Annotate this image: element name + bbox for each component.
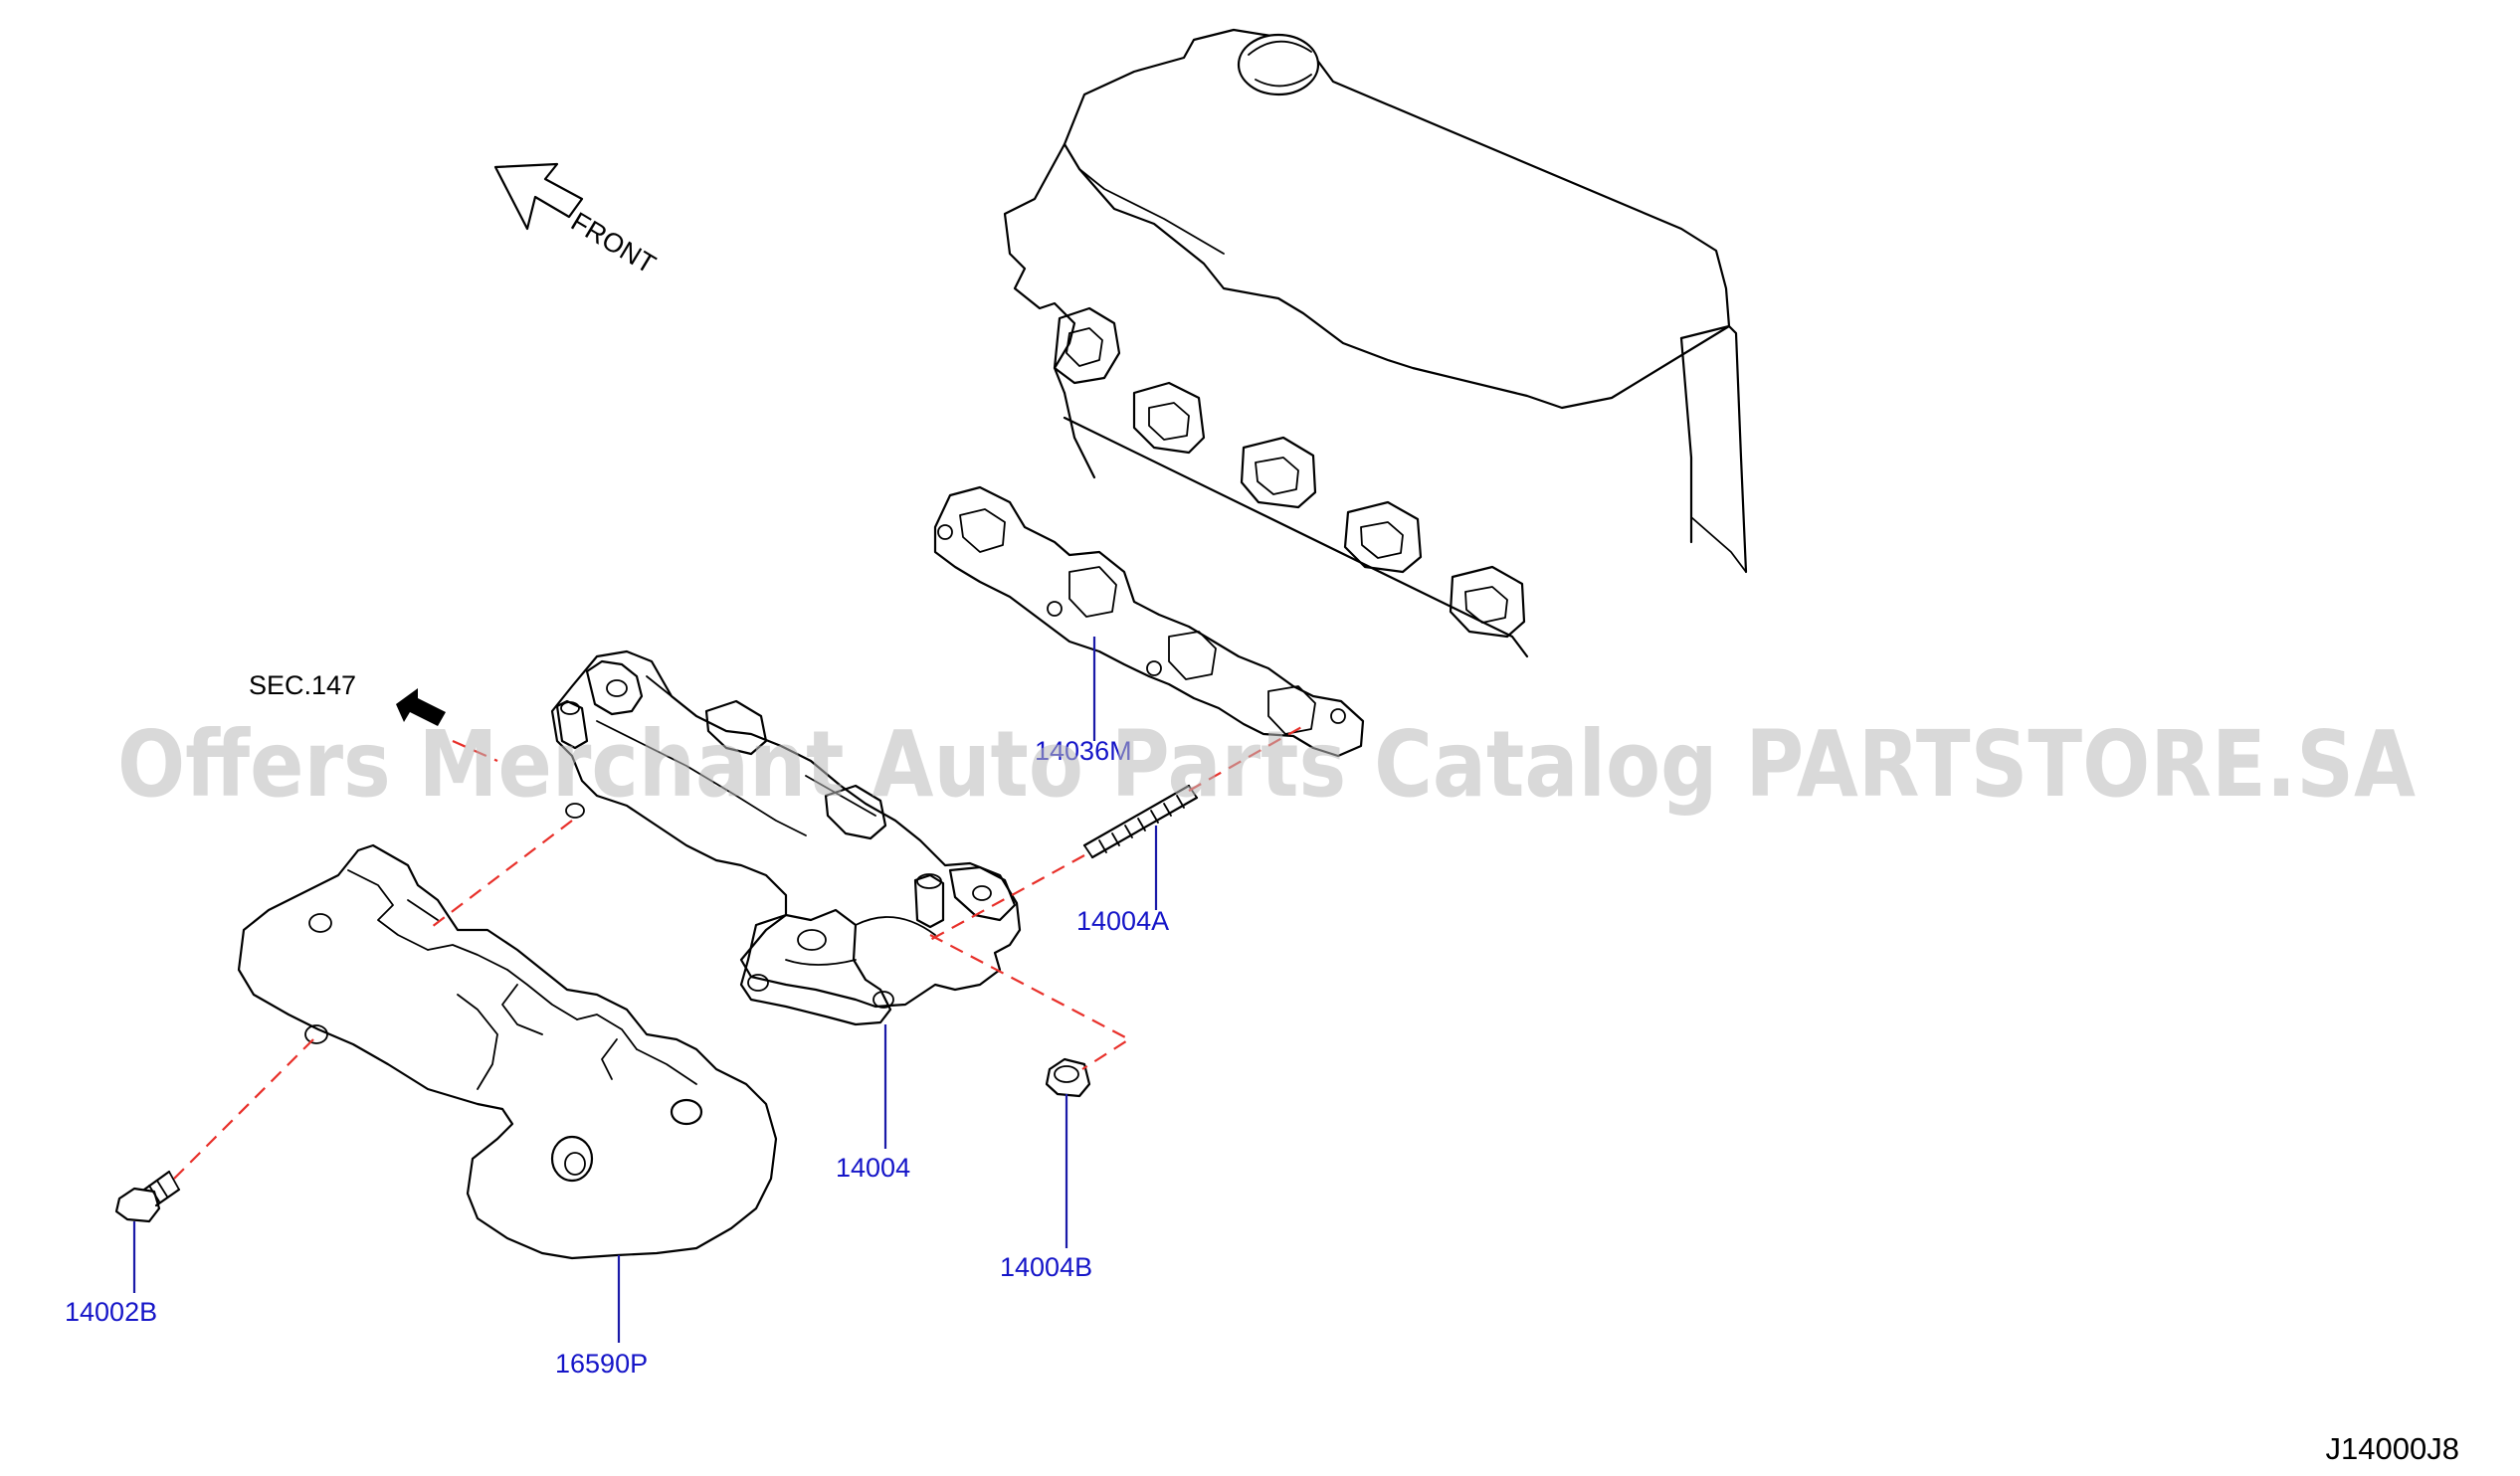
part-label-14004[interactable]: 14004 [836,1153,910,1183]
part-label-14036m[interactable]: 14036M [1035,736,1132,766]
drawing-code: J14000J8 [2326,1431,2459,1466]
exhaust-manifold [550,649,1022,1026]
manifold-gasket [933,485,1365,758]
flange-nut [1045,1057,1091,1098]
assembly-guide-lines [173,725,1304,1180]
sec-147-arrow-icon [396,688,446,726]
heat-shield [237,843,778,1260]
part-label-14004b[interactable]: 14004B [1000,1252,1092,1282]
sec-147-label: SEC.147 [249,670,356,700]
stud-bolt [1082,784,1199,859]
part-label-14004a[interactable]: 14004A [1076,906,1169,936]
engine-block [1003,28,1748,658]
part-label-14002b[interactable]: 14002B [65,1297,157,1327]
part-labels: 14036M 14004A 14004 14004B 14002B 16590P [65,736,1169,1379]
watermark-text: Offers Merchant Auto Parts Catalog PARTS… [117,711,2416,818]
flange-bolt [114,1170,181,1223]
leader-lines [132,637,1158,1343]
front-direction-arrow: FRONT [493,162,661,279]
front-label: FRONT [566,206,661,279]
section-reference: SEC.147 [249,670,446,726]
part-label-16590p[interactable]: 16590P [555,1349,648,1379]
